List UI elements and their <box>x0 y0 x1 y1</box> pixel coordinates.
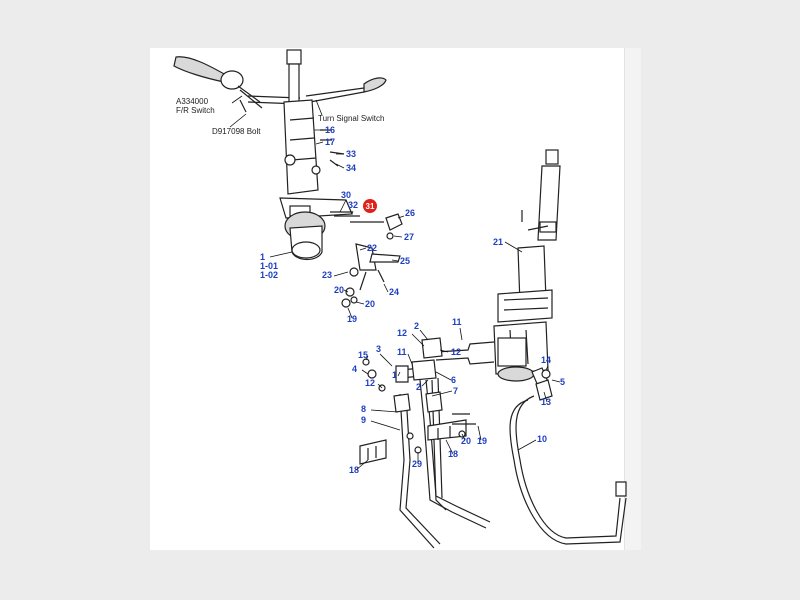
callout-13: 13 <box>541 397 551 407</box>
callout-19-bottom: 19 <box>477 436 487 446</box>
callout-18-right: 18 <box>448 449 458 459</box>
hydraulic-lines <box>359 337 627 549</box>
callout-11-top: 11 <box>452 317 462 327</box>
highlighted-callout-text: 31 <box>366 202 375 211</box>
callout-2-pipe: 2 <box>416 382 421 392</box>
callout-20-bottom: 20 <box>461 436 471 446</box>
highlighted-callout-31[interactable]: 31 <box>363 199 377 213</box>
callout-14: 14 <box>541 355 551 365</box>
steering-column-right <box>493 149 561 387</box>
bolt-label: D917098 Bolt <box>212 127 261 136</box>
callout-18-left: 18 <box>349 465 359 475</box>
callout-12-top: 12 <box>397 328 407 338</box>
callout-12-left: 12 <box>365 378 375 388</box>
callout-4: 4 <box>352 364 357 374</box>
callout-17: 17 <box>325 137 335 147</box>
callout-25: 25 <box>400 256 410 266</box>
callout-32: 32 <box>348 200 358 210</box>
callout-leaders <box>269 129 561 471</box>
callout-5: 5 <box>560 377 565 387</box>
fr-switch-label: F/R Switch <box>176 106 215 115</box>
callout-numbers: 16 17 33 34 30 32 26 27 1 1-01 1-02 22 2… <box>260 125 565 475</box>
callout-15: 15 <box>358 350 368 360</box>
callout-23: 23 <box>322 270 332 280</box>
callout-16: 16 <box>325 125 335 135</box>
callout-6: 6 <box>451 375 456 385</box>
callout-21: 21 <box>493 237 503 247</box>
diagram-sheet <box>150 48 640 550</box>
steering-column-left <box>173 49 403 308</box>
vertical-scrollbar[interactable] <box>624 48 641 550</box>
callout-1-02: 1-02 <box>260 270 278 280</box>
callout-11-left: 11 <box>397 347 407 357</box>
callout-30: 30 <box>341 190 351 200</box>
callout-34: 34 <box>346 163 356 173</box>
callout-9: 9 <box>361 415 366 425</box>
callout-27: 27 <box>404 232 414 242</box>
callout-8: 8 <box>361 404 366 414</box>
callout-10: 10 <box>537 434 547 444</box>
callout-22: 22 <box>367 243 377 253</box>
callout-33: 33 <box>346 149 356 159</box>
callout-19: 19 <box>347 314 357 324</box>
callout-29: 29 <box>412 459 422 469</box>
callout-20-lower: 20 <box>365 299 375 309</box>
callout-24: 24 <box>389 287 399 297</box>
callout-7: 7 <box>453 386 458 396</box>
turn-signal-switch-label: Turn Signal Switch <box>318 114 384 123</box>
callout-1-pipe: 1 <box>392 370 397 380</box>
fr-switch-part-no: A334000 <box>176 97 209 106</box>
part-name-labels: A334000 F/R Switch D917098 Bolt Turn Sig… <box>176 95 384 136</box>
callout-2-top: 2 <box>414 321 419 331</box>
callout-1: 1 <box>260 252 265 262</box>
callout-26: 26 <box>405 208 415 218</box>
callout-20: 20 <box>334 285 344 295</box>
callout-12-right: 12 <box>451 347 461 357</box>
callout-1-01: 1-01 <box>260 261 278 271</box>
callout-3: 3 <box>376 344 381 354</box>
